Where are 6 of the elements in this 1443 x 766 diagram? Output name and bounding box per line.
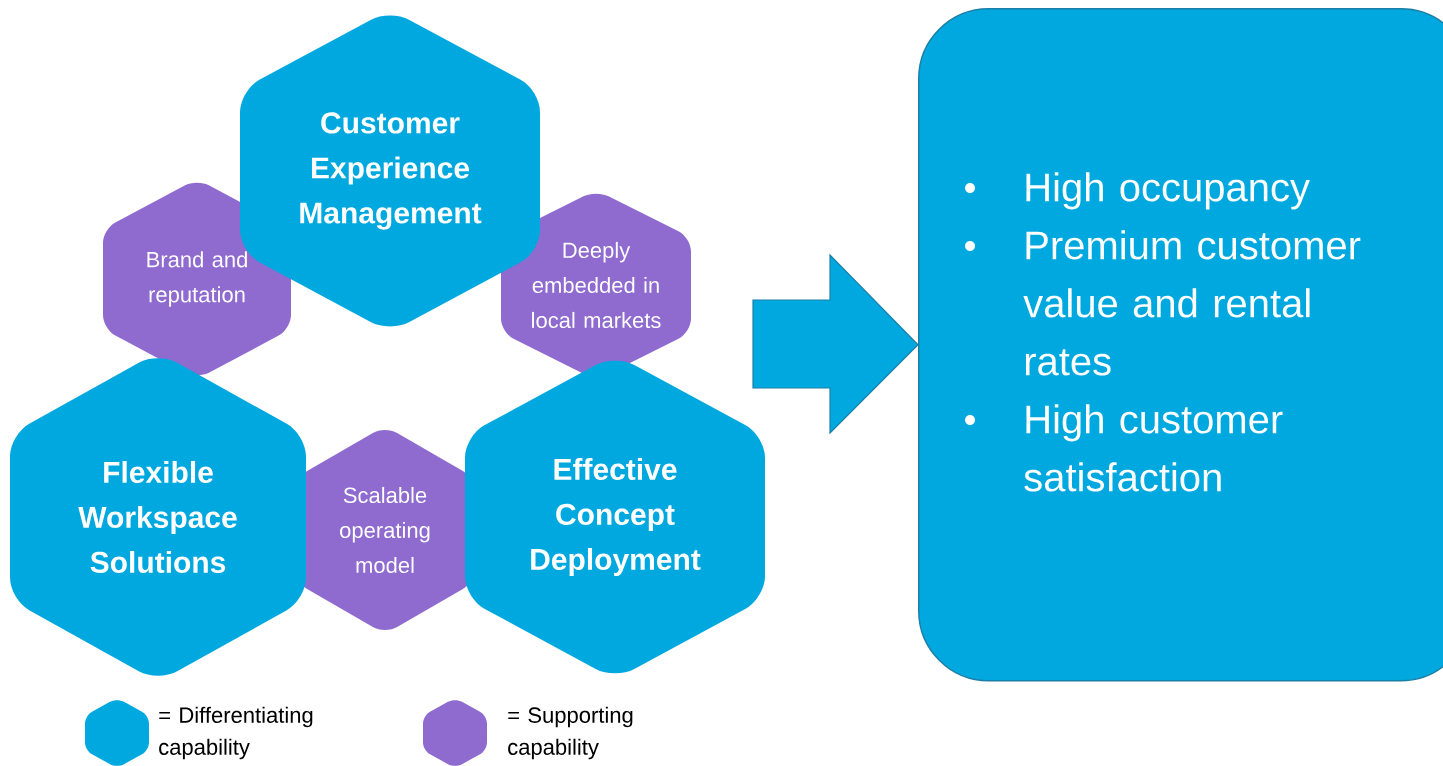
legend-text: = Differentiating capability [159,706,313,760]
capability-hexagon: Flexible Workspace Solutions [10,358,306,676]
capability-hexagon: Effective Concept Deployment [465,360,765,674]
block-arrow [752,253,919,435]
result-box: High occupancy Premium customer value and rental rates High customer satisfaction [918,8,1443,682]
legend-text: = Supporting capability [508,706,633,760]
